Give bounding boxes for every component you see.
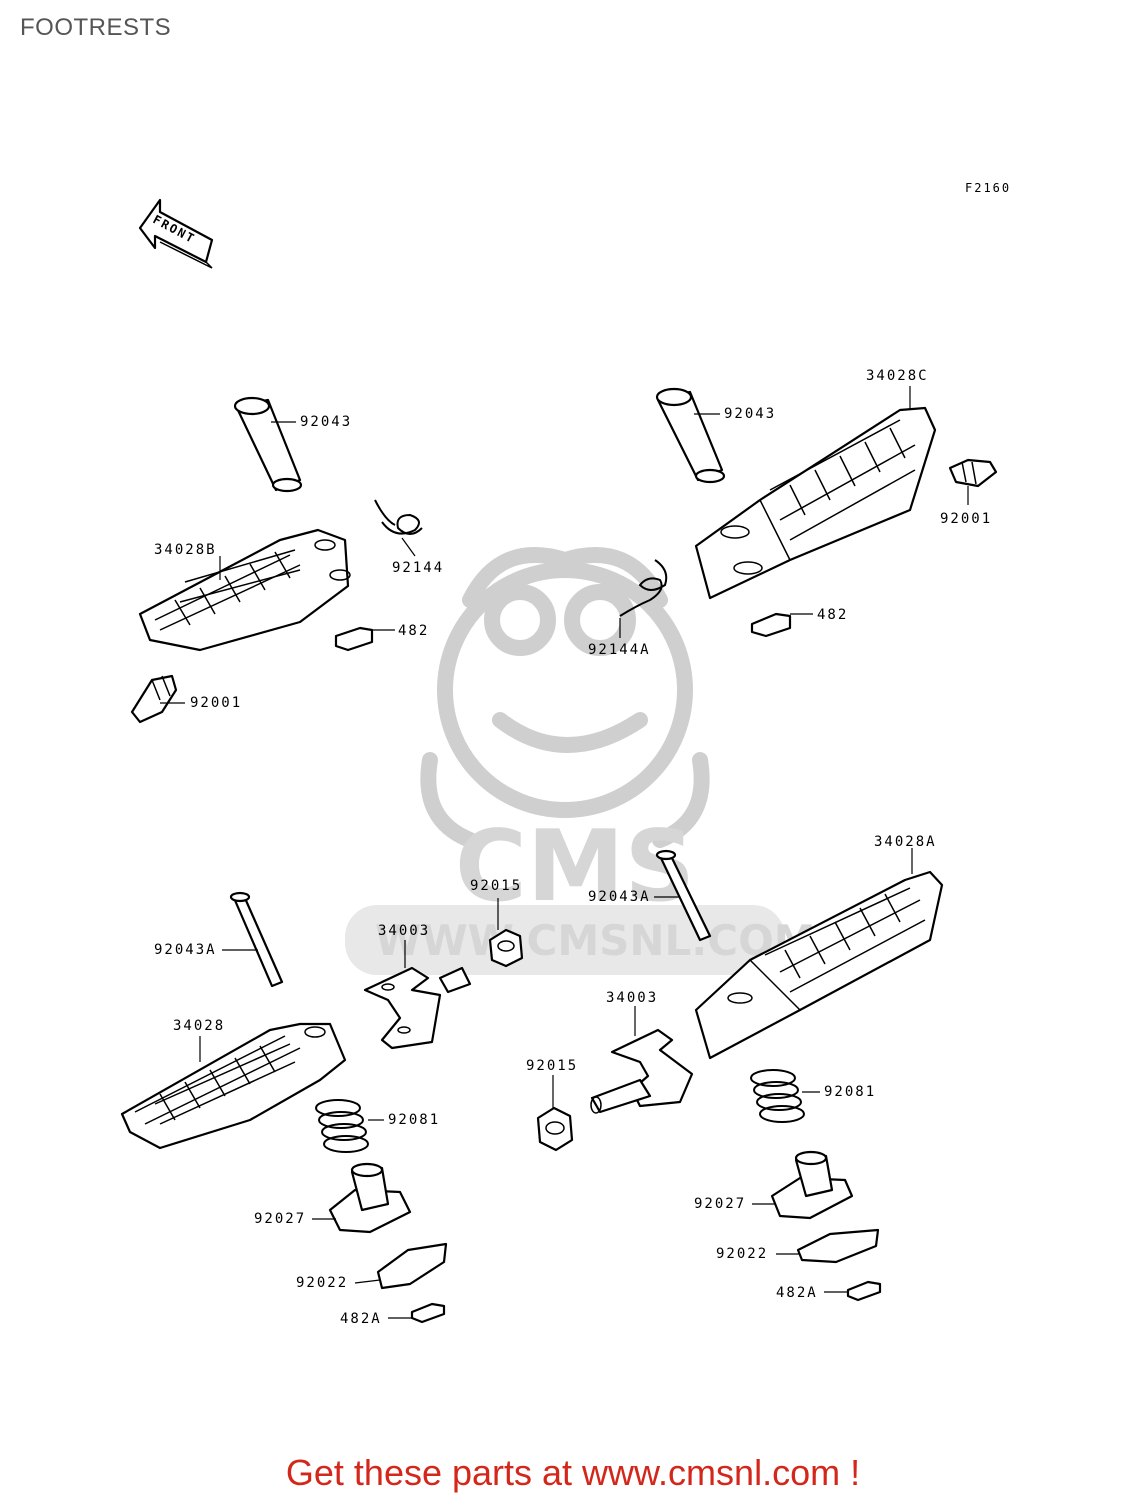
label-34028b: 34028B <box>154 542 217 558</box>
label-92015-top: 92015 <box>470 878 522 894</box>
front-arrow-icon: FRONT <box>138 198 214 269</box>
label-92001-right: 92001 <box>940 511 992 527</box>
label-92081-right: 92081 <box>824 1084 876 1100</box>
label-92022-right: 92022 <box>716 1246 768 1262</box>
spring-92081-right <box>750 1069 805 1123</box>
spring-92081-left <box>315 1099 369 1153</box>
label-92015-bottom: 92015 <box>526 1058 578 1074</box>
label-34028: 34028 <box>173 1018 225 1034</box>
plate-92022-right <box>796 1228 880 1264</box>
bracket-34003-left <box>363 966 472 1050</box>
label-92144a: 92144A <box>588 642 651 658</box>
label-34028c: 34028C <box>866 368 929 384</box>
nut-92015-bottom <box>536 1106 574 1152</box>
footer-cta-link[interactable]: Get these parts at www.cmsnl.com ! <box>285 1452 861 1493</box>
footpeg-34028b <box>138 528 351 652</box>
label-92027-left: 92027 <box>254 1211 306 1227</box>
rubber-92001-left <box>130 674 178 724</box>
clip-482a-left <box>410 1302 446 1324</box>
holder-92027-left <box>328 1162 412 1234</box>
watermark-logo: CMS <box>455 810 695 924</box>
watermark-url: WWW.CMSNL.COM <box>375 916 816 965</box>
label-92001-left: 92001 <box>190 695 242 711</box>
page-title: FOOTRESTS <box>20 14 172 41</box>
label-92043a-bottom-left: 92043A <box>154 942 217 958</box>
footpeg-34028a <box>694 870 944 1060</box>
plate-92022-left <box>376 1242 448 1290</box>
label-92043a-bottom-right: 92043A <box>588 889 651 905</box>
footpeg-34028 <box>120 1022 347 1150</box>
label-482a-right: 482A <box>776 1285 818 1301</box>
label-34003-left: 34003 <box>378 923 430 939</box>
label-92144: 92144 <box>392 560 444 576</box>
spring-92144a <box>619 559 668 617</box>
label-92081-left: 92081 <box>388 1112 440 1128</box>
bracket-34003-right <box>590 1028 694 1114</box>
label-482a-left: 482A <box>340 1311 382 1327</box>
pin-92043-top-left <box>233 396 303 493</box>
holder-92027-right <box>770 1150 854 1220</box>
label-482-left: 482 <box>398 623 429 639</box>
footpeg-34028c <box>694 406 937 600</box>
label-34028a: 34028A <box>874 834 937 850</box>
label-92043-top-right: 92043 <box>724 406 776 422</box>
rubber-92001-right <box>948 458 998 488</box>
label-482-right: 482 <box>817 607 848 623</box>
pin-92043a-bottom-left <box>229 891 284 988</box>
label-92022-left: 92022 <box>296 1275 348 1291</box>
figure-ref-code: F2160 <box>965 181 1011 195</box>
nut-92015-top <box>488 928 524 968</box>
spring-92144 <box>374 499 423 535</box>
clip-482-left <box>334 626 374 652</box>
pin-92043-top-right <box>655 387 726 484</box>
clip-482a-right <box>846 1280 882 1302</box>
clip-482-right <box>750 612 792 638</box>
pin-92043a-bottom-right <box>655 849 712 942</box>
label-92043-top-left: 92043 <box>300 414 352 430</box>
label-92027-right: 92027 <box>694 1196 746 1212</box>
label-34003-right: 34003 <box>606 990 658 1006</box>
watermark: CMS WWW.CMSNL.COM <box>345 547 816 975</box>
